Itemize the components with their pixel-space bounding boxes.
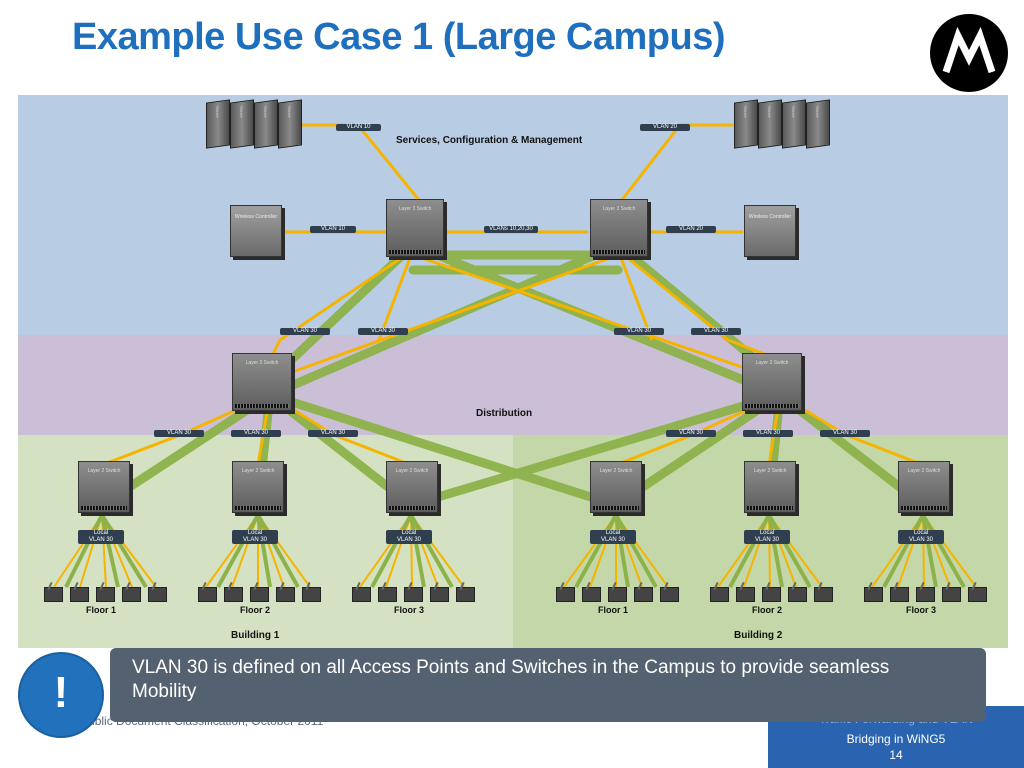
access-point-icon (864, 587, 883, 602)
distribution-section-label: Distribution (476, 408, 533, 419)
access-point-icon (788, 587, 807, 602)
floor-label-b1-f1: Floor 1 (86, 605, 117, 615)
access-point-icon (44, 587, 63, 602)
server-right-3: Server (782, 99, 806, 149)
server-right-1: Server (734, 99, 758, 149)
callout-box: VLAN 30 is defined on all Access Points … (110, 648, 986, 722)
access-point-icon (378, 587, 397, 602)
access-layer2-switch-b1-f2: Layer 2 Switch (232, 461, 284, 513)
vlan-label-access-5: VLAN 30 (743, 430, 793, 437)
access-point-icon (302, 587, 321, 602)
access-point-icon (148, 587, 167, 602)
footer-title-line2: Bridging in WiNG5 (846, 732, 946, 746)
core-section-label: Services, Configuration & Management (396, 135, 583, 146)
link-layer (53, 123, 977, 589)
network-diagram: Server Server Server Server Server Serve… (18, 95, 1008, 648)
vlan-label-server-left: VLAN 10 (336, 124, 381, 131)
access-point-icon (198, 587, 217, 602)
access-layer2-switch-b2-f1: Layer 2 Switch (590, 461, 642, 513)
server-left-2: Server (230, 99, 254, 149)
access-point-icon (660, 587, 679, 602)
callout-text: VLAN 30 is defined on all Access Points … (132, 657, 890, 702)
access-point-icon (942, 587, 961, 602)
building-1-label: Building 1 (231, 630, 280, 641)
ap-fanout-links (53, 513, 977, 589)
access-point-icon (224, 587, 243, 602)
access-point-icon (890, 587, 909, 602)
vlan-label-server-right: VLAN 20 (640, 124, 690, 131)
access-point-icon (430, 587, 449, 602)
wireless-controller-left: Wireless Controller (230, 205, 282, 257)
floor-label-b1-f3: Floor 3 (394, 605, 425, 615)
access-point-icon (582, 587, 601, 602)
page-number: 14 (889, 748, 903, 762)
floor-label-b2-f3: Floor 3 (906, 605, 937, 615)
distribution-layer3-switch-left: Layer 3 Switch (232, 353, 292, 411)
access-layer2-switch-b2-f2: Layer 2 Switch (744, 461, 796, 513)
floor-label-b2-f1: Floor 1 (598, 605, 629, 615)
access-point-icon (404, 587, 423, 602)
vlan-label-access-6: VLAN 30 (820, 430, 870, 437)
core-layer3-switch-left: Layer 3 Switch (386, 199, 444, 257)
server-right-4: Server (806, 99, 830, 149)
access-point-icon (634, 587, 653, 602)
access-point-icon (916, 587, 935, 602)
access-point-icon (276, 587, 295, 602)
distribution-band (18, 335, 1008, 435)
access-point-icon (736, 587, 755, 602)
server-left-1: Server (206, 99, 230, 149)
vlan-label-dist-2: VLAN 30 (358, 328, 408, 335)
access-point-icon (814, 587, 833, 602)
access-point-icon (608, 587, 627, 602)
access-layer2-switch-b1-f1: Layer 2 Switch (78, 461, 130, 513)
vlan-label-access-4: VLAN 30 (666, 430, 716, 437)
vlan-label-controller-left: VLAN 10 (310, 226, 356, 233)
access-point-icon (968, 587, 987, 602)
vlan-label-access-3: VLAN 30 (308, 430, 358, 437)
floor-label-b2-f2: Floor 2 (752, 605, 783, 615)
access-point-icon (122, 587, 141, 602)
motorola-logo-mark (942, 26, 996, 74)
access-point-icon (556, 587, 575, 602)
vlan-label-controller-right: VLAN 20 (666, 226, 716, 233)
vlan-label-dist-1: VLAN 30 (280, 328, 330, 335)
exclamation-icon: ! (18, 652, 104, 738)
slide-title: Example Use Case 1 (Large Campus) (72, 16, 726, 58)
server-left-3: Server (254, 99, 278, 149)
access-point-icon (710, 587, 729, 602)
access-point-icon (96, 587, 115, 602)
vlan-label-core-link: VLANs 10,20,30 (484, 226, 538, 233)
vlan-label-dist-3: VLAN 30 (614, 328, 664, 335)
vlan-label-access-2: VLAN 30 (231, 430, 281, 437)
access-point-icon (70, 587, 89, 602)
access-layer2-switch-b1-f3: Layer 2 Switch (386, 461, 438, 513)
access-point-icon (352, 587, 371, 602)
access-layer2-switch-b2-f3: Layer 2 Switch (898, 461, 950, 513)
vlan-label-access-1: VLAN 30 (154, 430, 204, 437)
server-right-2: Server (758, 99, 782, 149)
access-point-icon (250, 587, 269, 602)
distribution-layer3-switch-right: Layer 3 Switch (742, 353, 802, 411)
wireless-controller-right: Wireless Controller (744, 205, 796, 257)
access-point-icon (456, 587, 475, 602)
building-2-label: Building 2 (734, 630, 783, 641)
server-left-4: Server (278, 99, 302, 149)
motorola-logo (930, 14, 1008, 92)
core-layer3-switch-right: Layer 3 Switch (590, 199, 648, 257)
floor-label-b1-f2: Floor 2 (240, 605, 271, 615)
vlan-label-dist-4: VLAN 30 (691, 328, 741, 335)
access-point-icon (762, 587, 781, 602)
